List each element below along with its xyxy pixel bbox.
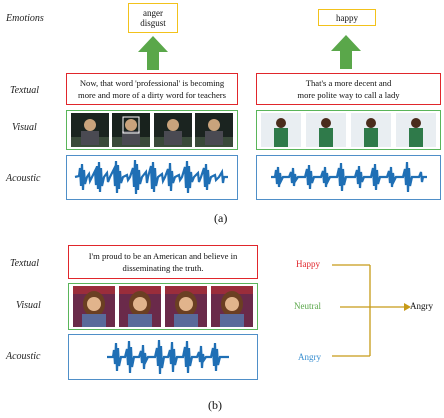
up-arrow-icon-right: [331, 35, 361, 69]
video-frame-right-1: [261, 113, 302, 147]
video-frame-left-2: [112, 113, 151, 147]
prediction-neutral: Neutral: [294, 301, 321, 311]
merge-connector: [332, 264, 411, 357]
video-frame-right-3: [350, 113, 391, 147]
text-left-line2: more and more of a dirty word for teache…: [78, 90, 226, 100]
video-frame-b-3: [165, 286, 207, 327]
emotion-left-line1: anger: [143, 8, 163, 18]
textual-row-label-b: Textual: [10, 258, 40, 269]
video-frame-left-4: [195, 113, 234, 147]
emotion-left-line2: disgust: [140, 18, 166, 28]
caption-a: (a): [214, 211, 228, 225]
visual-row-label-a: Visual: [12, 122, 37, 133]
video-frame-right-4: [395, 113, 436, 147]
prediction-angry: Angry: [298, 352, 321, 362]
video-frame-left-1: [70, 113, 109, 147]
final-prediction: Angry: [410, 301, 433, 311]
emotion-box-left: anger disgust: [128, 3, 178, 33]
text-box-left: Now, that word 'professional' is becomin…: [66, 73, 238, 105]
text-left-line1: Now, that word 'professional' is becomin…: [79, 78, 225, 88]
visual-box-b: [68, 283, 258, 330]
prediction-happy: Happy: [296, 259, 320, 269]
emotions-row-label: Emotions: [6, 13, 44, 24]
waveform-left: [74, 159, 228, 195]
acoustic-box-left: [66, 155, 238, 200]
acoustic-box-right: [256, 155, 441, 200]
visual-box-right: [256, 110, 441, 150]
textual-row-label-a: Textual: [10, 85, 40, 96]
text-b-line2: disseminating the truth.: [122, 263, 204, 273]
acoustic-row-label-b: Acoustic: [6, 351, 41, 362]
text-right-line1: That's a more decent and: [305, 78, 392, 88]
video-frame-b-1: [73, 286, 115, 327]
acoustic-box-b: [68, 334, 258, 380]
emotion-right-label: happy: [336, 12, 358, 23]
visual-box-left: [66, 110, 238, 150]
caption-b: (b): [208, 398, 222, 412]
video-frame-b-2: [119, 286, 161, 327]
video-frame-right-2: [306, 113, 347, 147]
acoustic-row-label-a: Acoustic: [6, 173, 41, 184]
visual-row-label-b: Visual: [16, 300, 41, 311]
waveform-b: [107, 339, 229, 375]
up-arrow-icon-left: [138, 36, 168, 70]
video-frame-b-4: [211, 286, 253, 327]
text-box-right: That's a more decent and more polite way…: [256, 73, 441, 105]
video-frame-left-3: [153, 113, 192, 147]
text-right-line2: more polite way to call a lady: [297, 90, 400, 100]
emotion-box-right: happy: [318, 9, 376, 26]
text-box-b: I'm proud to be an American and believe …: [68, 245, 258, 279]
text-b-line1: I'm proud to be an American and believe …: [88, 251, 238, 261]
waveform-right: [271, 161, 427, 193]
